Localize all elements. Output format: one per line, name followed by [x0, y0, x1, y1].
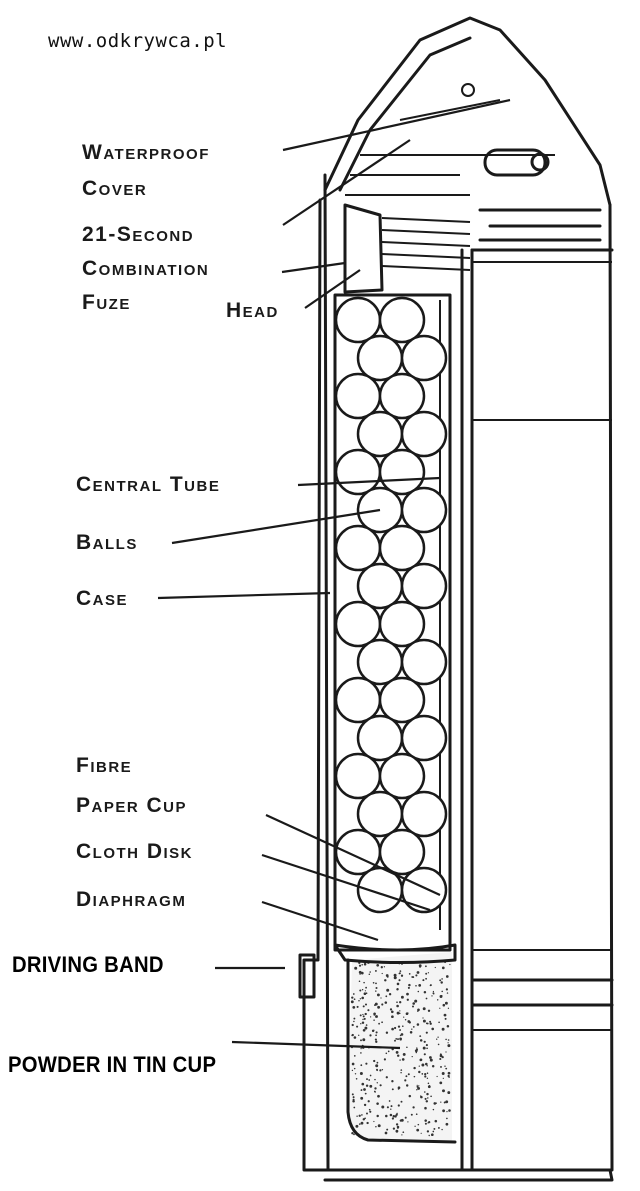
shrapnel-ball [378, 296, 426, 344]
shrapnel-ball [334, 600, 382, 648]
shrapnel-ball [356, 638, 404, 686]
shrapnel-ball [378, 752, 426, 800]
shrapnel-ball [334, 524, 382, 572]
shrapnel-ball [356, 714, 404, 762]
shrapnel-ball [356, 410, 404, 458]
shrapnel-ball [400, 334, 448, 382]
shrapnel-ball [400, 562, 448, 610]
shrapnel-ball [334, 372, 382, 420]
watermark-text: www.odkrywca.pl [48, 30, 228, 52]
shrapnel-ball [378, 448, 426, 496]
shrapnel-ball [378, 600, 426, 648]
shrapnel-ball [334, 676, 382, 724]
leader-lines [157, 98, 511, 1050]
label-balls: Balls [76, 531, 138, 554]
shrapnel-ball [356, 334, 404, 382]
label-waterproof-cover-2: Cover [82, 177, 148, 200]
shrapnel-ball [356, 562, 404, 610]
shrapnel-ball [378, 676, 426, 724]
label-head: Head [226, 299, 279, 322]
label-case: Case [76, 587, 129, 610]
shrapnel-ball [400, 410, 448, 458]
shrapnel-ball [400, 790, 448, 838]
shrapnel-ball [400, 638, 448, 686]
label-cloth-disk: Cloth Disk [76, 840, 193, 863]
shrapnel-ball [378, 524, 426, 572]
shrapnel-ball [356, 790, 404, 838]
label-waterproof-cover-1: Waterproof [82, 141, 210, 164]
label-fibre-2: Paper Cup [76, 794, 188, 817]
shrapnel-ball [334, 752, 382, 800]
shell-body [298, 16, 614, 1182]
shrapnel-ball [378, 828, 426, 876]
shrapnel-ball [400, 714, 448, 762]
label-fuze-2: Combination [82, 257, 210, 280]
label-driving-band: DRIVING BAND [12, 952, 164, 977]
shrapnel-ball [400, 866, 448, 914]
shrapnel-ball [334, 828, 382, 876]
shrapnel-ball [334, 296, 382, 344]
shrapnel-ball [378, 372, 426, 420]
label-central-tube: Central Tube [76, 473, 221, 496]
label-powder-in-tin-cup: POWDER IN TIN CUP [8, 1052, 217, 1077]
shrapnel-ball [334, 448, 382, 496]
label-diaphragm: Diaphragm [76, 888, 187, 911]
shrapnel-balls [334, 296, 448, 914]
label-fibre-1: Fibre [76, 754, 133, 777]
shrapnel-ball [400, 486, 448, 534]
label-fuze-3: Fuze [82, 291, 131, 314]
label-fuze-1: 21-Second [82, 223, 195, 246]
